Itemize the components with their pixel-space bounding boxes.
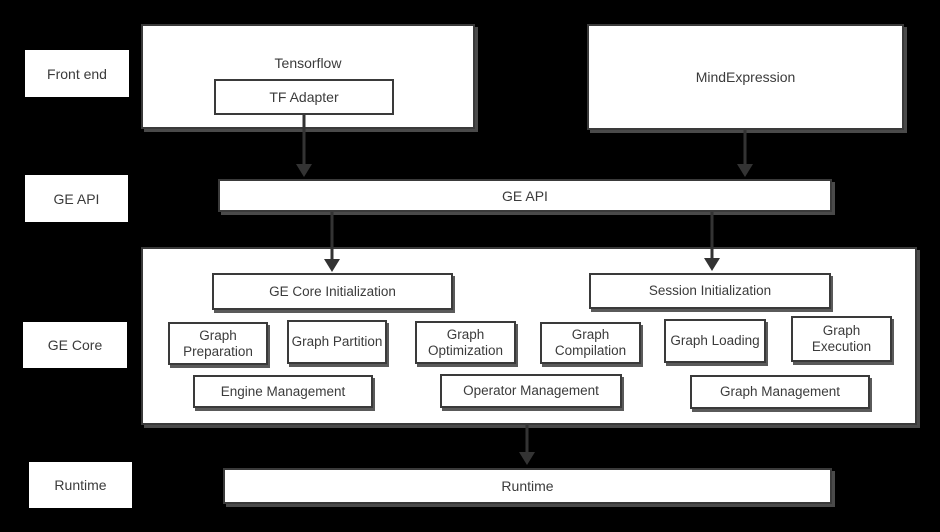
arrow-head-icon	[704, 258, 720, 271]
arrow-stem	[330, 212, 334, 261]
graph-preparation-box: Graph Preparation	[168, 322, 268, 365]
arrow-ge-api-to-ge-core-initialization	[324, 212, 340, 272]
ge-api-bar: GE API	[218, 179, 832, 212]
graph-compilation-box: Graph Compilation	[540, 322, 641, 364]
row-label-ge-core: GE Core	[23, 322, 127, 368]
operator-management-box: Operator Management	[440, 374, 622, 408]
tf-adapter-box: TF Adapter	[214, 79, 394, 115]
engine-management-box: Engine Management	[193, 375, 373, 408]
arrow-tf-adapter-to-ge-api	[296, 115, 312, 177]
graph-optimization-box: Graph Optimization	[415, 321, 516, 364]
arrow-stem	[710, 212, 714, 260]
tensorflow-box: Tensorflow TF Adapter	[141, 24, 475, 129]
arrow-stem	[525, 425, 529, 454]
mindexpression-box: MindExpression	[587, 24, 904, 130]
arrow-ge-core-to-runtime	[519, 425, 535, 465]
arrow-mindexpression-to-ge-api	[737, 130, 753, 177]
graph-partition-box: Graph Partition	[287, 320, 387, 364]
ge-core-box: GE Core Initialization Session Initializ…	[141, 247, 917, 425]
ge-core-initialization-box: GE Core Initialization	[212, 273, 453, 310]
row-label-ge-api: GE API	[25, 175, 128, 222]
arrow-ge-api-to-session-initialization	[704, 212, 720, 271]
tensorflow-label: Tensorflow	[274, 55, 342, 71]
graph-loading-box: Graph Loading	[664, 319, 766, 363]
arrow-stem	[302, 115, 306, 166]
session-initialization-box: Session Initialization	[589, 273, 831, 309]
arrow-head-icon	[737, 164, 753, 177]
runtime-bar: Runtime	[223, 468, 832, 504]
row-label-front-end: Front end	[25, 50, 129, 97]
arrow-head-icon	[519, 452, 535, 465]
arrow-head-icon	[296, 164, 312, 177]
graph-management-box: Graph Management	[690, 375, 870, 409]
arrow-stem	[743, 130, 747, 166]
row-label-runtime: Runtime	[29, 462, 132, 508]
arrow-head-icon	[324, 259, 340, 272]
graph-execution-box: Graph Execution	[791, 316, 892, 362]
